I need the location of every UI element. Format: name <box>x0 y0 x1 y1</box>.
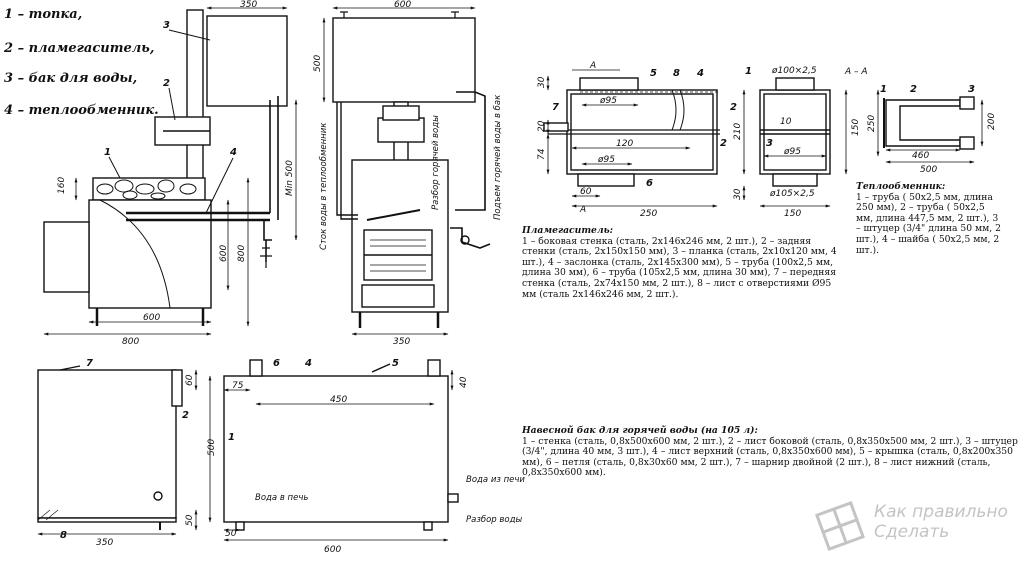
section-aa-view <box>759 77 831 187</box>
legend-item-3: 3 – бак для воды, <box>4 71 137 86</box>
dim-min-500: Min 500 <box>285 160 295 196</box>
part-3-label: 3 <box>163 20 170 31</box>
part-2-label: 2 <box>163 78 170 89</box>
legend-item-4: 4 – теплообменник. <box>4 103 159 118</box>
caption-heat-exchanger-title: Теплообменник: <box>856 181 946 192</box>
he-part-1: 1 <box>880 84 887 95</box>
aa-part-3: 3 <box>766 138 773 149</box>
aa-part-2: 2 <box>730 102 737 113</box>
tf-part-5: 5 <box>392 358 399 369</box>
legend-item-2: 2 – пламегаситель, <box>3 41 154 56</box>
watermark-line-1: Как правильно <box>874 502 1008 522</box>
dim-aa-d95: ø95 <box>783 147 801 157</box>
dim-aa-150-bottom: 150 <box>784 209 801 219</box>
caption-flame-arrester-body: 1 – боковая стенка (сталь, 2х146х246 мм,… <box>522 235 837 300</box>
fa-part-7: 7 <box>552 102 559 113</box>
dim-he-500: 500 <box>920 165 937 175</box>
dim-he-460: 460 <box>912 151 929 161</box>
watermark-line-2: Сделать <box>874 522 950 542</box>
ts-part-8: 8 <box>60 530 67 541</box>
dim-fa-20: 20 <box>537 120 547 132</box>
label-razbor: Разбор горячей воды <box>431 115 441 210</box>
dim-tf-50: 50 <box>225 529 237 539</box>
dim-body-length: 600 <box>143 313 160 323</box>
part-1-label: 1 <box>104 147 111 158</box>
dim-he-200: 200 <box>987 113 997 130</box>
legend-item-1: 1 – топка, <box>4 7 82 22</box>
fa-part-2: 2 <box>720 138 727 149</box>
dim-total-height: 800 <box>237 245 247 262</box>
section-A-bottom: A <box>579 205 586 215</box>
caption-flame-arrester-title: Пламегаситель: <box>522 225 614 236</box>
fa-part-4: 4 <box>696 68 704 79</box>
dim-fa-d95-top: ø95 <box>599 96 617 106</box>
dim-fa-74: 74 <box>537 148 547 160</box>
label-razbor-vody: Разбор воды <box>466 515 522 525</box>
label-podem: Подъем горячей воды в бак <box>493 94 503 220</box>
fa-part-8: 8 <box>673 68 680 79</box>
label-voda-iz: Вода из печи <box>466 475 525 485</box>
dim-aa-210: 210 <box>733 123 743 140</box>
fa-part-6: 6 <box>646 178 653 189</box>
label-voda-pech: Вода в печь <box>255 493 308 503</box>
dim-fa-120: 120 <box>616 139 633 149</box>
dim-aa-d100: ø100×2,5 <box>771 66 817 76</box>
dim-tf-40: 40 <box>459 376 469 388</box>
caption-flame-arrester: Пламегаситель: 1 – боковая стенка (сталь… <box>522 225 838 300</box>
dim-tf-500: 500 <box>207 439 217 456</box>
dim-tf-450: 450 <box>330 395 347 405</box>
dim-tankside-350: 350 <box>96 538 113 548</box>
tank-side-view <box>37 365 183 530</box>
caption-tank: Навесной бак для горячей воды (на 105 л)… <box>522 425 1020 479</box>
fa-part-5: 5 <box>650 68 657 79</box>
flame-arrester-view <box>543 77 720 187</box>
dim-fa-250: 250 <box>640 209 657 219</box>
aa-part-1: 1 <box>745 66 752 77</box>
part-4-label: 4 <box>229 147 237 158</box>
caption-tank-body: 1 – стенка (сталь, 0,8х500х600 мм, 2 шт.… <box>522 435 1018 479</box>
dim-fa-60: 60 <box>580 187 592 197</box>
ts-part-7: 7 <box>86 358 93 369</box>
dim-fa-d95-bot: ø95 <box>597 155 615 165</box>
heat-exchanger-view <box>883 96 975 150</box>
dim-basket-height: 160 <box>57 177 67 194</box>
tank-front-view <box>223 359 459 531</box>
watermark-logo-icon <box>815 501 865 551</box>
he-part-3: 3 <box>968 84 975 95</box>
dim-aa-30: 30 <box>733 188 743 200</box>
dim-aa-150: 150 <box>851 119 861 136</box>
tf-part-1: 1 <box>228 432 235 443</box>
label-stock: Сток воды в теплообменник <box>319 122 329 250</box>
dim-aa-10: 10 <box>780 117 792 127</box>
caption-heat-exchanger-body: 1 – труба ( 50х2,5 мм, длина 250 мм), 2 … <box>856 191 1001 256</box>
tf-part-6: 6 <box>273 358 280 369</box>
dim-total-length: 800 <box>122 337 139 347</box>
dim-fa-30: 30 <box>537 76 547 88</box>
dim-tankside-60: 60 <box>185 374 195 386</box>
caption-tank-title: Навесной бак для горячей воды (на 105 л)… <box>522 425 758 436</box>
dim-aa-d105: ø105×2,5 <box>769 189 815 199</box>
dim-front-width: 350 <box>393 337 410 347</box>
tf-part-4: 4 <box>304 358 312 369</box>
legend: 1 – топка, 2 – пламегаситель, 3 – бак дл… <box>3 7 159 118</box>
dim-he-250: 250 <box>867 115 877 132</box>
stove-side-view <box>43 9 288 326</box>
dim-tankside-50: 50 <box>185 514 195 526</box>
watermark: Как правильно Сделать <box>812 498 1024 558</box>
stove-front-view <box>332 11 491 328</box>
dim-tf-75: 75 <box>232 381 244 391</box>
he-part-2: 2 <box>910 84 917 95</box>
dim-tank-width: 350 <box>240 0 257 10</box>
section-A-top: A <box>589 61 596 71</box>
dim-tf-600: 600 <box>324 545 341 555</box>
section-aa-title: A – A <box>844 67 868 77</box>
dim-front-tank-height: 500 <box>313 55 323 72</box>
ts-part-2: 2 <box>182 410 189 421</box>
caption-heat-exchanger: Теплообменник: 1 – труба ( 50х2,5 мм, дл… <box>856 181 1002 256</box>
dim-body-height: 600 <box>219 245 229 262</box>
dim-front-tank-width: 600 <box>394 0 411 10</box>
